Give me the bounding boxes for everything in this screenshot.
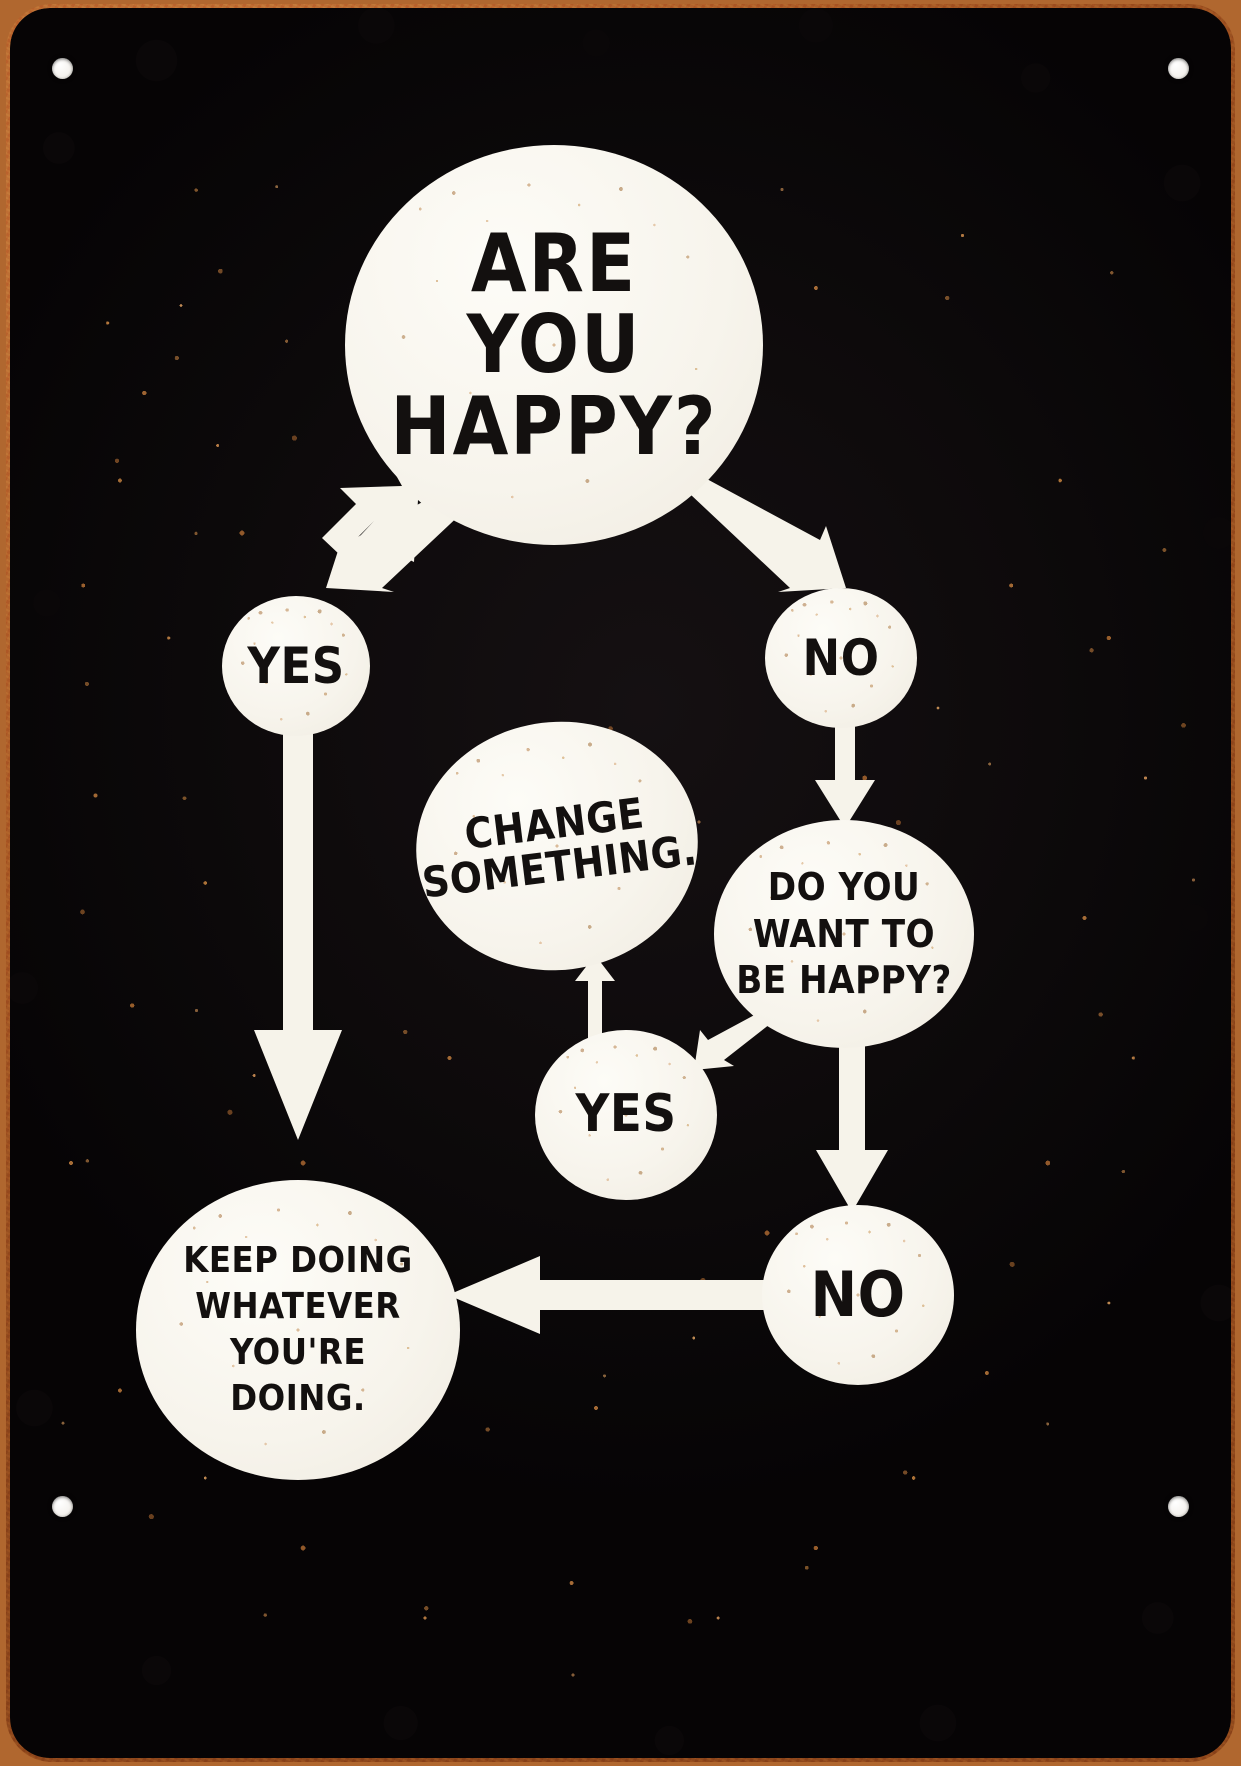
node-no-branch-1[interactable]: NO bbox=[765, 588, 917, 728]
node-yes-branch-2[interactable]: YES bbox=[535, 1030, 717, 1200]
arrow-yes-to-keep-doing bbox=[250, 730, 346, 1140]
node-label: NO bbox=[810, 1258, 906, 1332]
node-label: KEEP DOING WHATEVER YOU'RE DOING. bbox=[183, 1239, 413, 1420]
node-keep-doing-whatever[interactable]: KEEP DOING WHATEVER YOU'RE DOING. bbox=[136, 1180, 460, 1480]
node-label: YES bbox=[247, 636, 345, 695]
arrow-no-to-keep-doing bbox=[448, 1256, 768, 1334]
node-label: CHANGE SOMETHING. bbox=[419, 788, 700, 908]
node-no-branch-2[interactable]: NO bbox=[762, 1205, 954, 1385]
node-are-you-happy[interactable]: ARE YOU HAPPY? bbox=[345, 145, 763, 545]
rivet-bottom-left bbox=[52, 1496, 73, 1517]
node-label: DO YOU WANT TO BE HAPPY? bbox=[736, 865, 952, 1003]
arrow-no-to-want-happy bbox=[812, 718, 878, 828]
rivet-top-right bbox=[1168, 58, 1189, 79]
node-label: NO bbox=[802, 628, 880, 687]
arrow-yes-to-change bbox=[570, 955, 620, 1045]
node-do-you-want-to-be-happy[interactable]: DO YOU WANT TO BE HAPPY? bbox=[714, 820, 974, 1048]
node-label: YES bbox=[575, 1084, 677, 1145]
node-yes-branch-1[interactable]: YES bbox=[222, 596, 370, 736]
arrow-want-happy-to-no bbox=[812, 1042, 892, 1212]
arrow-want-happy-to-yes bbox=[690, 1008, 770, 1078]
rivet-bottom-right bbox=[1168, 1496, 1189, 1517]
node-label: ARE YOU HAPPY? bbox=[390, 216, 718, 473]
arrow-happy-to-no bbox=[690, 470, 850, 600]
rivet-top-left bbox=[52, 58, 73, 79]
